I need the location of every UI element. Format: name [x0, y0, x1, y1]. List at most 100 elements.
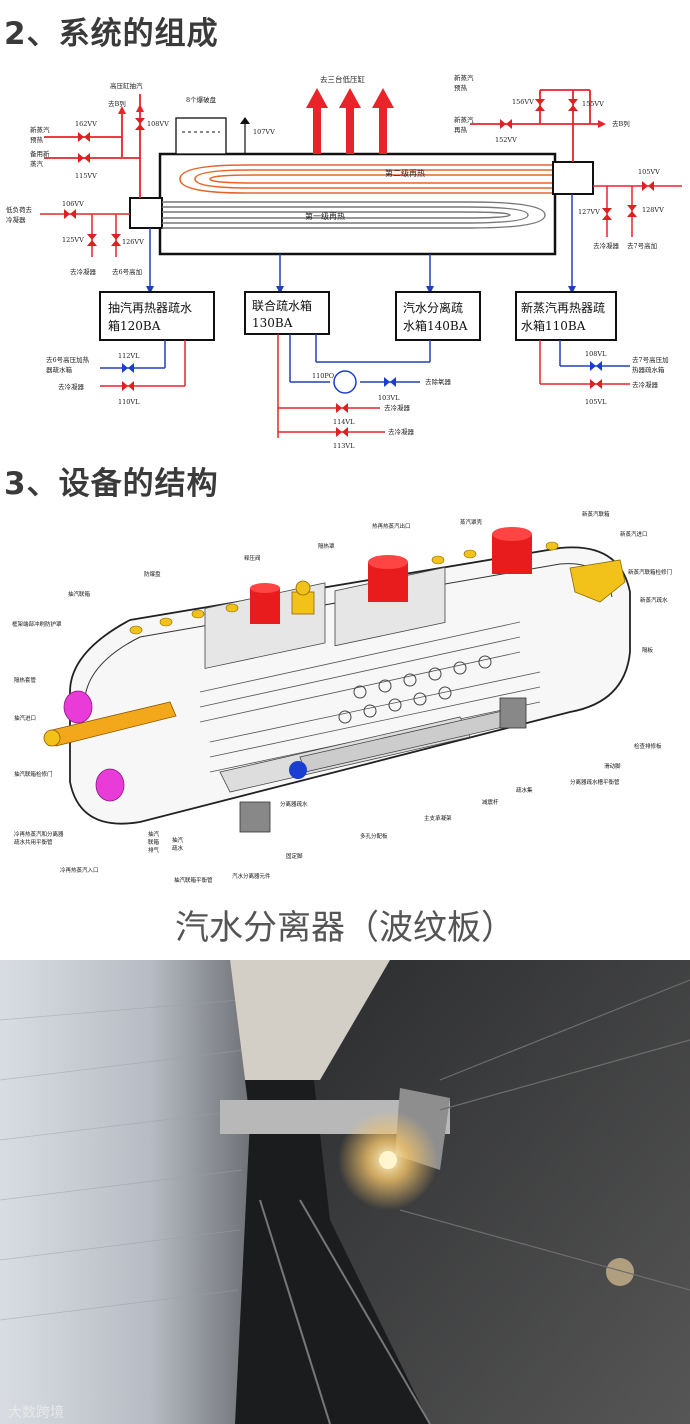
label-ext-drain: 抽汽: [172, 836, 184, 844]
valve-105vl-label: 105VL: [585, 398, 607, 406]
valve-106vv-label: 106VV: [62, 200, 84, 208]
label-new-steam-preheat: 新蒸汽: [454, 73, 474, 82]
label-bottom-left-cond: 去冷凝器: [58, 382, 85, 391]
valve-125vv-label: 125VV: [62, 236, 84, 244]
label-standby-steam-2: 蒸汽: [30, 159, 44, 168]
separator-drain-blue: [289, 761, 307, 779]
valve-112vl-label: 112VL: [118, 352, 140, 360]
relief-valve-yellow: [291, 580, 315, 615]
label-ext-header: 抽汽联箱: [68, 590, 91, 598]
floor-rails: [259, 1199, 431, 1424]
valve-127vv: [602, 208, 612, 220]
heading-system-composition: 2、系统的组成: [4, 16, 219, 52]
valve-115vv-label: 115VV: [75, 172, 97, 180]
right-shell-wall: [300, 960, 690, 1424]
label-new-steam-preheat-left: 新蒸汽: [30, 125, 50, 134]
label-drain-header: 疏水集: [516, 786, 533, 794]
label-bottom-right-cond: 去冷凝器: [632, 380, 659, 389]
second-stage-bundle: [179, 164, 552, 194]
valve-103vl: [384, 377, 396, 387]
label-ext-drain-2: 疏水: [172, 844, 184, 852]
tank-140ba: [395, 291, 481, 341]
label-partition: 隔热罩: [318, 542, 335, 550]
label-relief-valve: 释压阀: [244, 554, 261, 562]
label-to-b-left: 去B列: [108, 99, 126, 108]
valve-113vl-label: 113VL: [333, 442, 355, 450]
label-reduce-rod: 减震杆: [482, 798, 499, 806]
system-flow-diagram: 第二级再热 第一级再热 去三台低压缸 8个爆破盘 107VV 高压缸抽汽 去B列…: [6, 73, 682, 450]
label-ext-header-manhole: 抽汽联箱检修门: [14, 770, 53, 778]
structure-cutaway-diagram: 新蒸汽联箱 新蒸汽进口 新蒸汽联箱检修门 新蒸汽疏水 隔板 检查排修板 滑动脚 …: [12, 510, 672, 884]
label-to-hp7-drain: 去7号高压加: [632, 355, 669, 364]
valve-155vv: [568, 99, 578, 111]
valve-126vv-label: 126VV: [122, 238, 144, 246]
tank-130ba: [244, 291, 330, 335]
corrugated-plate-wall: [0, 960, 250, 1424]
steam-inlet-yellow: [569, 559, 626, 603]
valve-115vv: [78, 153, 90, 163]
label-cold-reheat-drain: 冷再热蒸汽和分离器: [14, 830, 64, 838]
valve-125vv: [87, 234, 97, 246]
label-to-b-right: 去B列: [612, 119, 630, 128]
valve-112vl: [122, 363, 134, 373]
label-to-cond-114: 去冷凝器: [384, 403, 411, 412]
valve-108vv: [135, 118, 145, 130]
label-fixed-foot: 固定脚: [286, 852, 303, 860]
label-main-support: 主支承凝架: [424, 814, 452, 822]
label-new-steam-reheat: 新蒸汽: [454, 115, 474, 124]
rupture-disc-box: [175, 117, 227, 155]
label-sep-drain-trough: 分离器疏水槽平衡管: [570, 778, 620, 786]
tank-140ba-line1: 汽水分离疏: [403, 300, 463, 315]
valve-108vl-label: 108VL: [585, 350, 607, 358]
first-stage-bundle: [162, 201, 546, 229]
valve-105vl: [590, 379, 602, 389]
tank-110ba: [515, 291, 617, 341]
label-new-steam-preheat-left-2: 预热: [30, 135, 44, 144]
relief-valve-red: [250, 583, 280, 624]
valve-114vl: [336, 403, 348, 413]
label-ext-inlet: 抽汽进口: [14, 714, 36, 722]
label-to-hp6-drain: 去6号高压加热: [46, 355, 90, 364]
hot-reheat-outlet-right: [492, 527, 532, 574]
label-low-load-cond-2: 冷凝器: [6, 215, 26, 224]
label-sliding-support: 滑动脚: [604, 762, 621, 770]
label-perforated: 多孔分配板: [360, 832, 388, 840]
label-low-load-cond: 低负荷去: [6, 205, 33, 214]
label-inspect-board: 检查排修板: [634, 742, 662, 750]
label-to-deaerator: 去除氧器: [425, 377, 452, 386]
heading-equipment-structure: 3、设备的结构: [4, 466, 219, 502]
label-ext-header-vent-2: 联箱: [148, 838, 160, 846]
valve-156vv-label: 156VV: [512, 98, 534, 106]
label-to-cond-r: 去冷凝器: [593, 241, 620, 250]
top-nozzles: [129, 541, 559, 635]
valve-155vv-label: 155VV: [582, 100, 604, 108]
label-standby-steam: 备用新: [30, 149, 50, 158]
label-to-lp-cylinders: 去三台低压缸: [320, 74, 365, 84]
hot-reheat-outlet-left: [368, 555, 408, 602]
separator-interior-photo: [0, 960, 690, 1424]
watermark: 大数跨境: [8, 1405, 64, 1421]
valve-110vl: [122, 381, 134, 391]
lamp-bulb: [379, 1151, 397, 1169]
support-feet: [239, 697, 527, 833]
photo-caption: 汽水分离器（波纹板）: [175, 908, 515, 948]
label-steam-shell: 蒸汽罩壳: [460, 518, 483, 526]
tank-120ba-line2: 箱120BA: [108, 318, 161, 333]
vessel-end-left: [129, 197, 163, 229]
label-ext-header-balance: 抽汽联箱平衡管: [174, 876, 213, 884]
tank-120ba-line1: 抽汽再热器疏水: [108, 300, 192, 315]
label-anti-vibration: 防爆盘: [144, 570, 161, 578]
perforated-holes: [338, 655, 492, 724]
label-new-steam-preheat-2: 预热: [454, 83, 468, 92]
tank-140ba-line2: 水箱140BA: [403, 318, 468, 333]
label-rupture-discs: 8个爆破盘: [186, 95, 217, 104]
valve-152vv-label: 152VV: [495, 136, 517, 144]
valve-103vl-label: 103VL: [378, 394, 400, 402]
valve-114vl-label: 114VL: [333, 418, 355, 426]
tank-110ba-line2: 水箱110BA: [521, 318, 586, 333]
label-separator: 隔板: [642, 646, 654, 654]
label-to-hp7: 去7号高加: [627, 241, 657, 250]
valve-110vl-label: 110VL: [118, 398, 140, 406]
valve-162vv: [78, 132, 90, 142]
label-ext-header-vent: 抽汽: [148, 830, 160, 838]
